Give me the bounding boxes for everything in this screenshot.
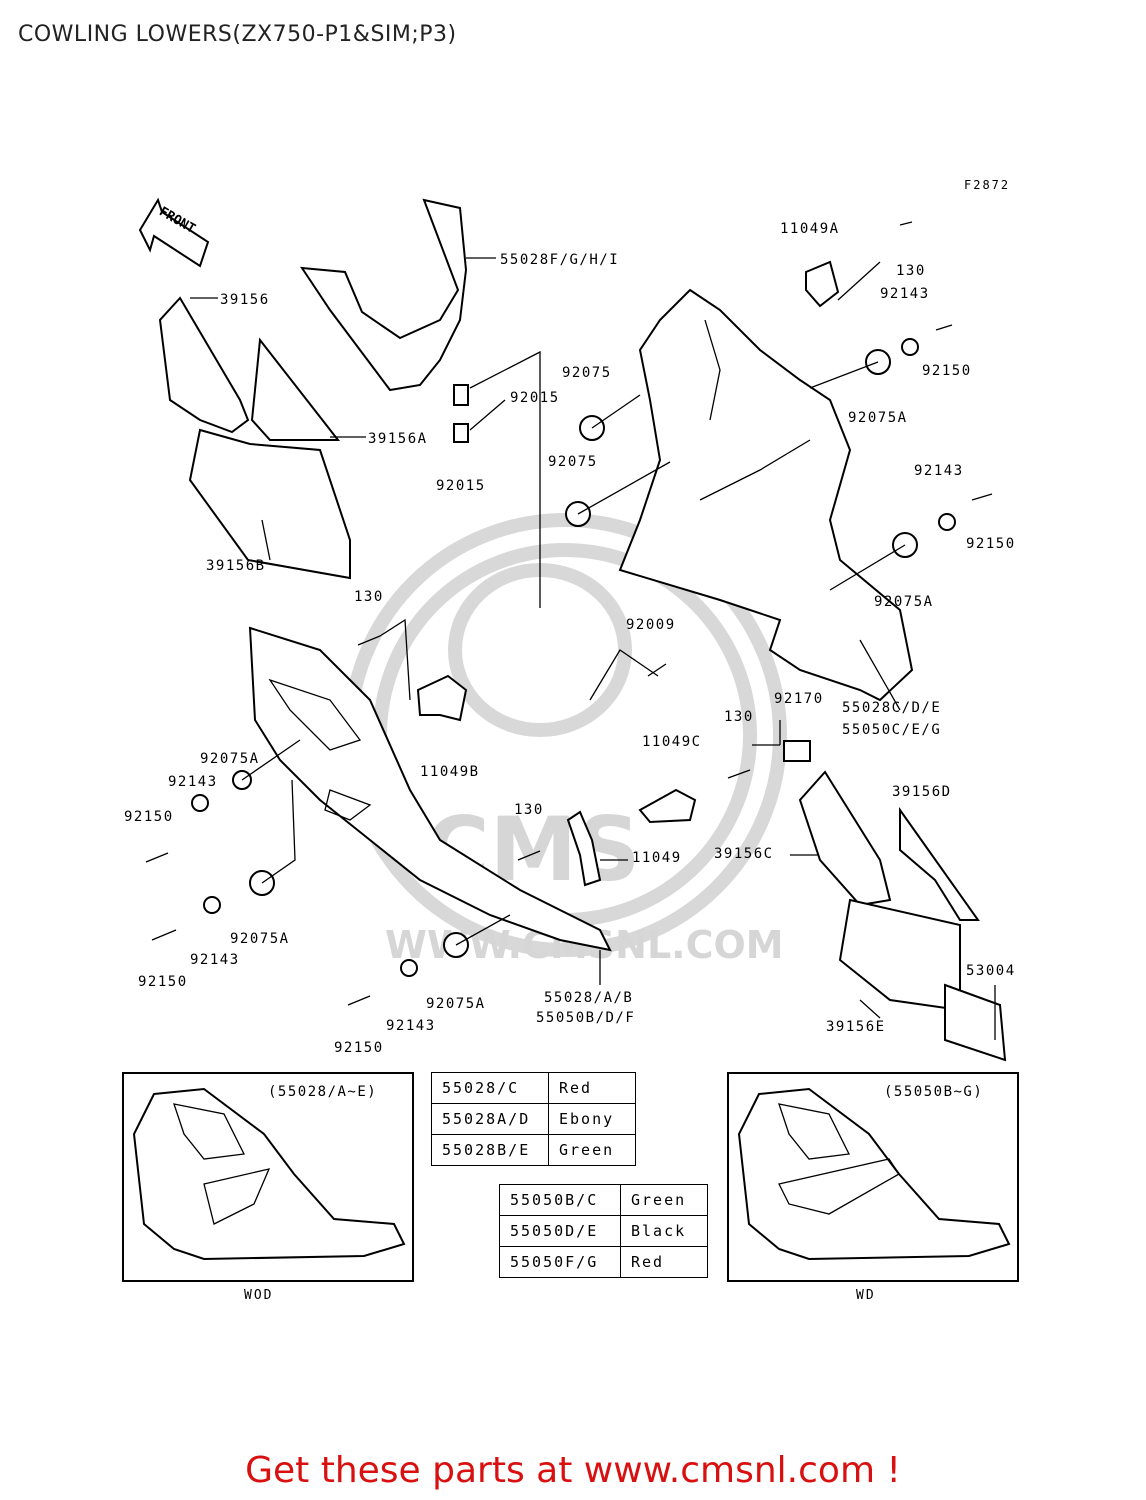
lower-cowl-part [248,626,612,952]
front-arrow-icon: FRONT [138,197,210,268]
callout-labels: 55028F/G/H/I 39156 39156A 39156B 92015 9… [124,221,1016,1056]
callout-label: 11049C [642,734,702,750]
callout-label: 130 [896,263,926,279]
callout-label: 130 [514,802,544,818]
part-number-cell: 55028/C [431,1072,549,1104]
part-number-cell: 55050F/G [499,1246,621,1278]
callout-label: 92009 [626,617,676,633]
table-row: 55050D/E Black [499,1215,708,1247]
color-cell: Red [620,1246,708,1278]
callout-label: 92143 [190,952,240,968]
color-cell: Ebony [548,1103,636,1135]
table-row: 55028/C Red [431,1072,636,1104]
table-row: 55028A/D Ebony [431,1103,636,1135]
hardware-parts [145,221,993,1006]
figure-code: F2872 [964,178,1011,192]
color-cell: Green [548,1134,636,1166]
callout-label: 55028/A/B [544,990,633,1006]
callout-label: 39156 [220,292,270,308]
callout-label: 130 [724,709,754,725]
callout-label: 53004 [966,963,1016,979]
color-table-55028: 55028/C Red 55028A/D Ebony 55028B/E Gree… [431,1072,636,1166]
callout-label: 92150 [922,363,972,379]
inset-right-caption: (55050B~G) [884,1084,984,1100]
callout-label: 92015 [436,478,486,494]
callout-label: 11049B [420,764,480,780]
part-number-cell: 55050D/E [499,1215,621,1247]
callout-label: 92143 [168,774,218,790]
part-number-cell: 55028B/E [431,1134,549,1166]
color-cell: Green [620,1184,708,1216]
footer-link[interactable]: Get these parts at www.cmsnl.com ! [245,1450,901,1491]
callout-label: 92150 [138,974,188,990]
callout-label: 92075A [874,594,934,610]
callout-label: 39156C [714,846,774,862]
callout-label: 92143 [914,463,964,479]
panel-39156-part [158,296,351,580]
callout-label: 39156A [368,431,428,447]
callout-label: 92150 [334,1040,384,1056]
part-number-cell: 55050B/C [499,1184,621,1216]
callout-label: 92075A [230,931,290,947]
callout-label: 92075 [548,454,598,470]
callout-label: 11049 [632,850,682,866]
callout-label: 92075A [848,410,908,426]
color-cell: Red [548,1072,636,1104]
callout-label: 92170 [774,691,824,707]
callout-label: 39156D [892,784,952,800]
cowl-wd-drawing [737,1087,1011,1261]
callout-label: 55050B/D/F [536,1010,635,1026]
inset-wod [122,1072,414,1282]
callout-label: 92143 [386,1018,436,1034]
color-table-55050: 55050B/C Green 55050D/E Black 55050F/G R… [499,1184,708,1278]
table-row: 55050B/C Green [499,1184,708,1216]
inset-right-label: WD [856,1288,876,1303]
right-upper-cowl-part [618,288,914,702]
callout-label: 55028C/D/E [842,700,941,716]
callout-label: 92075A [426,996,486,1012]
part-number-cell: 55028A/D [431,1103,549,1135]
panel-39156c-part [798,770,1007,1062]
leader-lines [190,257,996,1040]
callout-label: 92150 [124,809,174,825]
page-title: COWLING LOWERS(ZX750-P1&SIM;P3) [18,22,457,47]
callout-label: 130 [354,589,384,605]
inner-cowl-part [300,198,469,443]
callout-label: 55050C/E/G [842,722,941,738]
callout-label: 11049A [780,221,840,237]
callout-label: 92075A [200,751,260,767]
callout-label: 92015 [510,390,560,406]
inset-wd [727,1072,1019,1282]
inset-left-caption: (55028/A~E) [268,1084,378,1100]
cowl-wod-drawing [132,1087,406,1261]
callout-label: 92150 [966,536,1016,552]
table-row: 55050F/G Red [499,1246,708,1278]
callout-label: 39156B [206,558,266,574]
callout-label: 92143 [880,286,930,302]
table-row: 55028B/E Green [431,1134,636,1166]
inset-left-label: WOD [244,1288,274,1303]
callout-label: 55028F/G/H/I [500,252,619,268]
callout-label: 39156E [826,1019,886,1035]
color-cell: Black [620,1215,708,1247]
callout-label: 92075 [562,365,612,381]
